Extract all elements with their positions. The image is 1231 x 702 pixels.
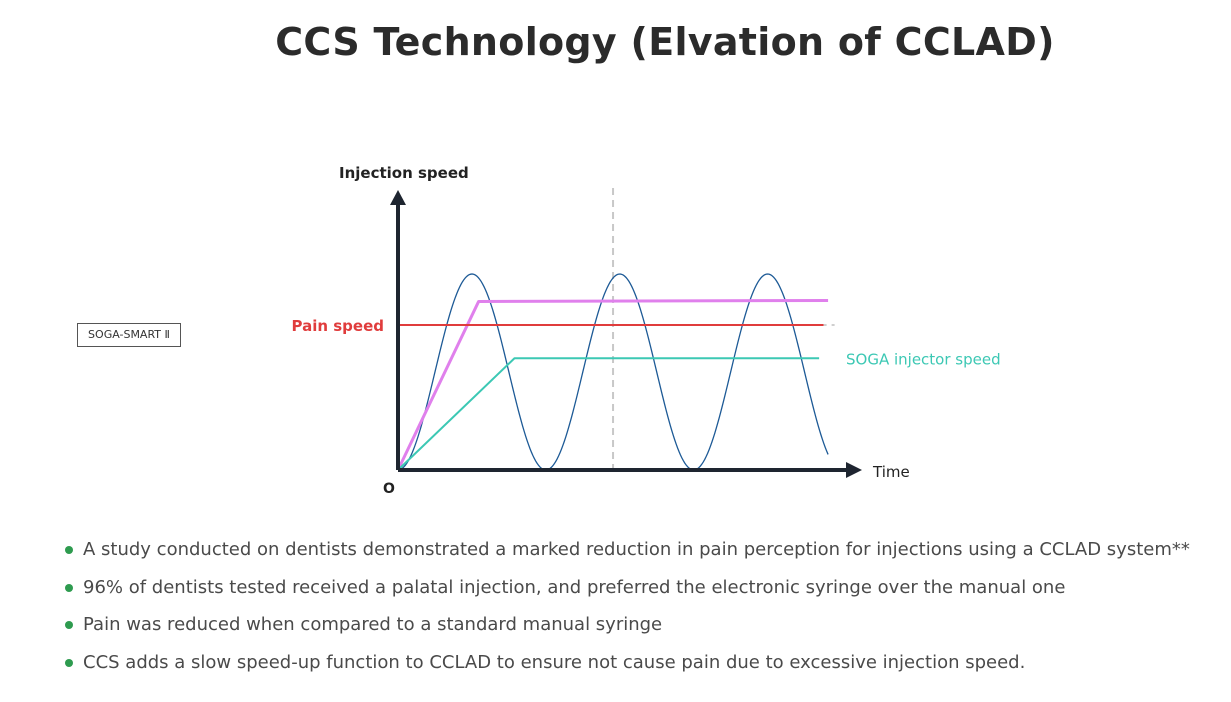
violet-speed-line	[396, 298, 829, 471]
page-title: CCS Technology (Elvation of CCLAD)	[275, 20, 1055, 64]
bullet-dot-icon	[65, 621, 73, 629]
bullet-text: A study conducted on dentists demonstrat…	[83, 539, 1190, 560]
bullet-text: 96% of dentists tested received a palata…	[83, 576, 1066, 598]
pain-speed-label: Pain speed	[291, 317, 384, 335]
x-axis-arrow-icon	[846, 462, 862, 478]
bullet-text: CCS adds a slow speed-up function to CCL…	[83, 651, 1026, 673]
bullet-text: Pain was reduced when compared to a stan…	[83, 614, 663, 635]
origin-label: O	[383, 481, 395, 497]
product-tag: SOGA-SMART Ⅱ	[77, 323, 181, 347]
bullet-dot-icon	[65, 583, 73, 592]
bullet-dot-icon	[65, 658, 73, 667]
bullet-list: A study conducted on dentists demonstrat…	[64, 537, 1190, 687]
y-axis-label: Injection speed	[339, 164, 469, 182]
bullet-item: Pain was reduced when compared to a stan…	[64, 612, 1190, 650]
bullet-dot-icon	[65, 546, 73, 554]
y-axis-arrow-icon	[390, 190, 406, 205]
bullet-item: CCS adds a slow speed-up function to CCL…	[64, 650, 1190, 688]
cclad-speed-curve	[397, 273, 829, 471]
bullet-item: A study conducted on dentists demonstrat…	[64, 537, 1190, 575]
soga-injector-speed-label: SOGA injector speed	[846, 350, 1001, 368]
soga-injector-speed-line	[397, 357, 820, 471]
x-axis-label: Time	[872, 463, 910, 481]
bullet-item: 96% of dentists tested received a palata…	[64, 575, 1190, 613]
